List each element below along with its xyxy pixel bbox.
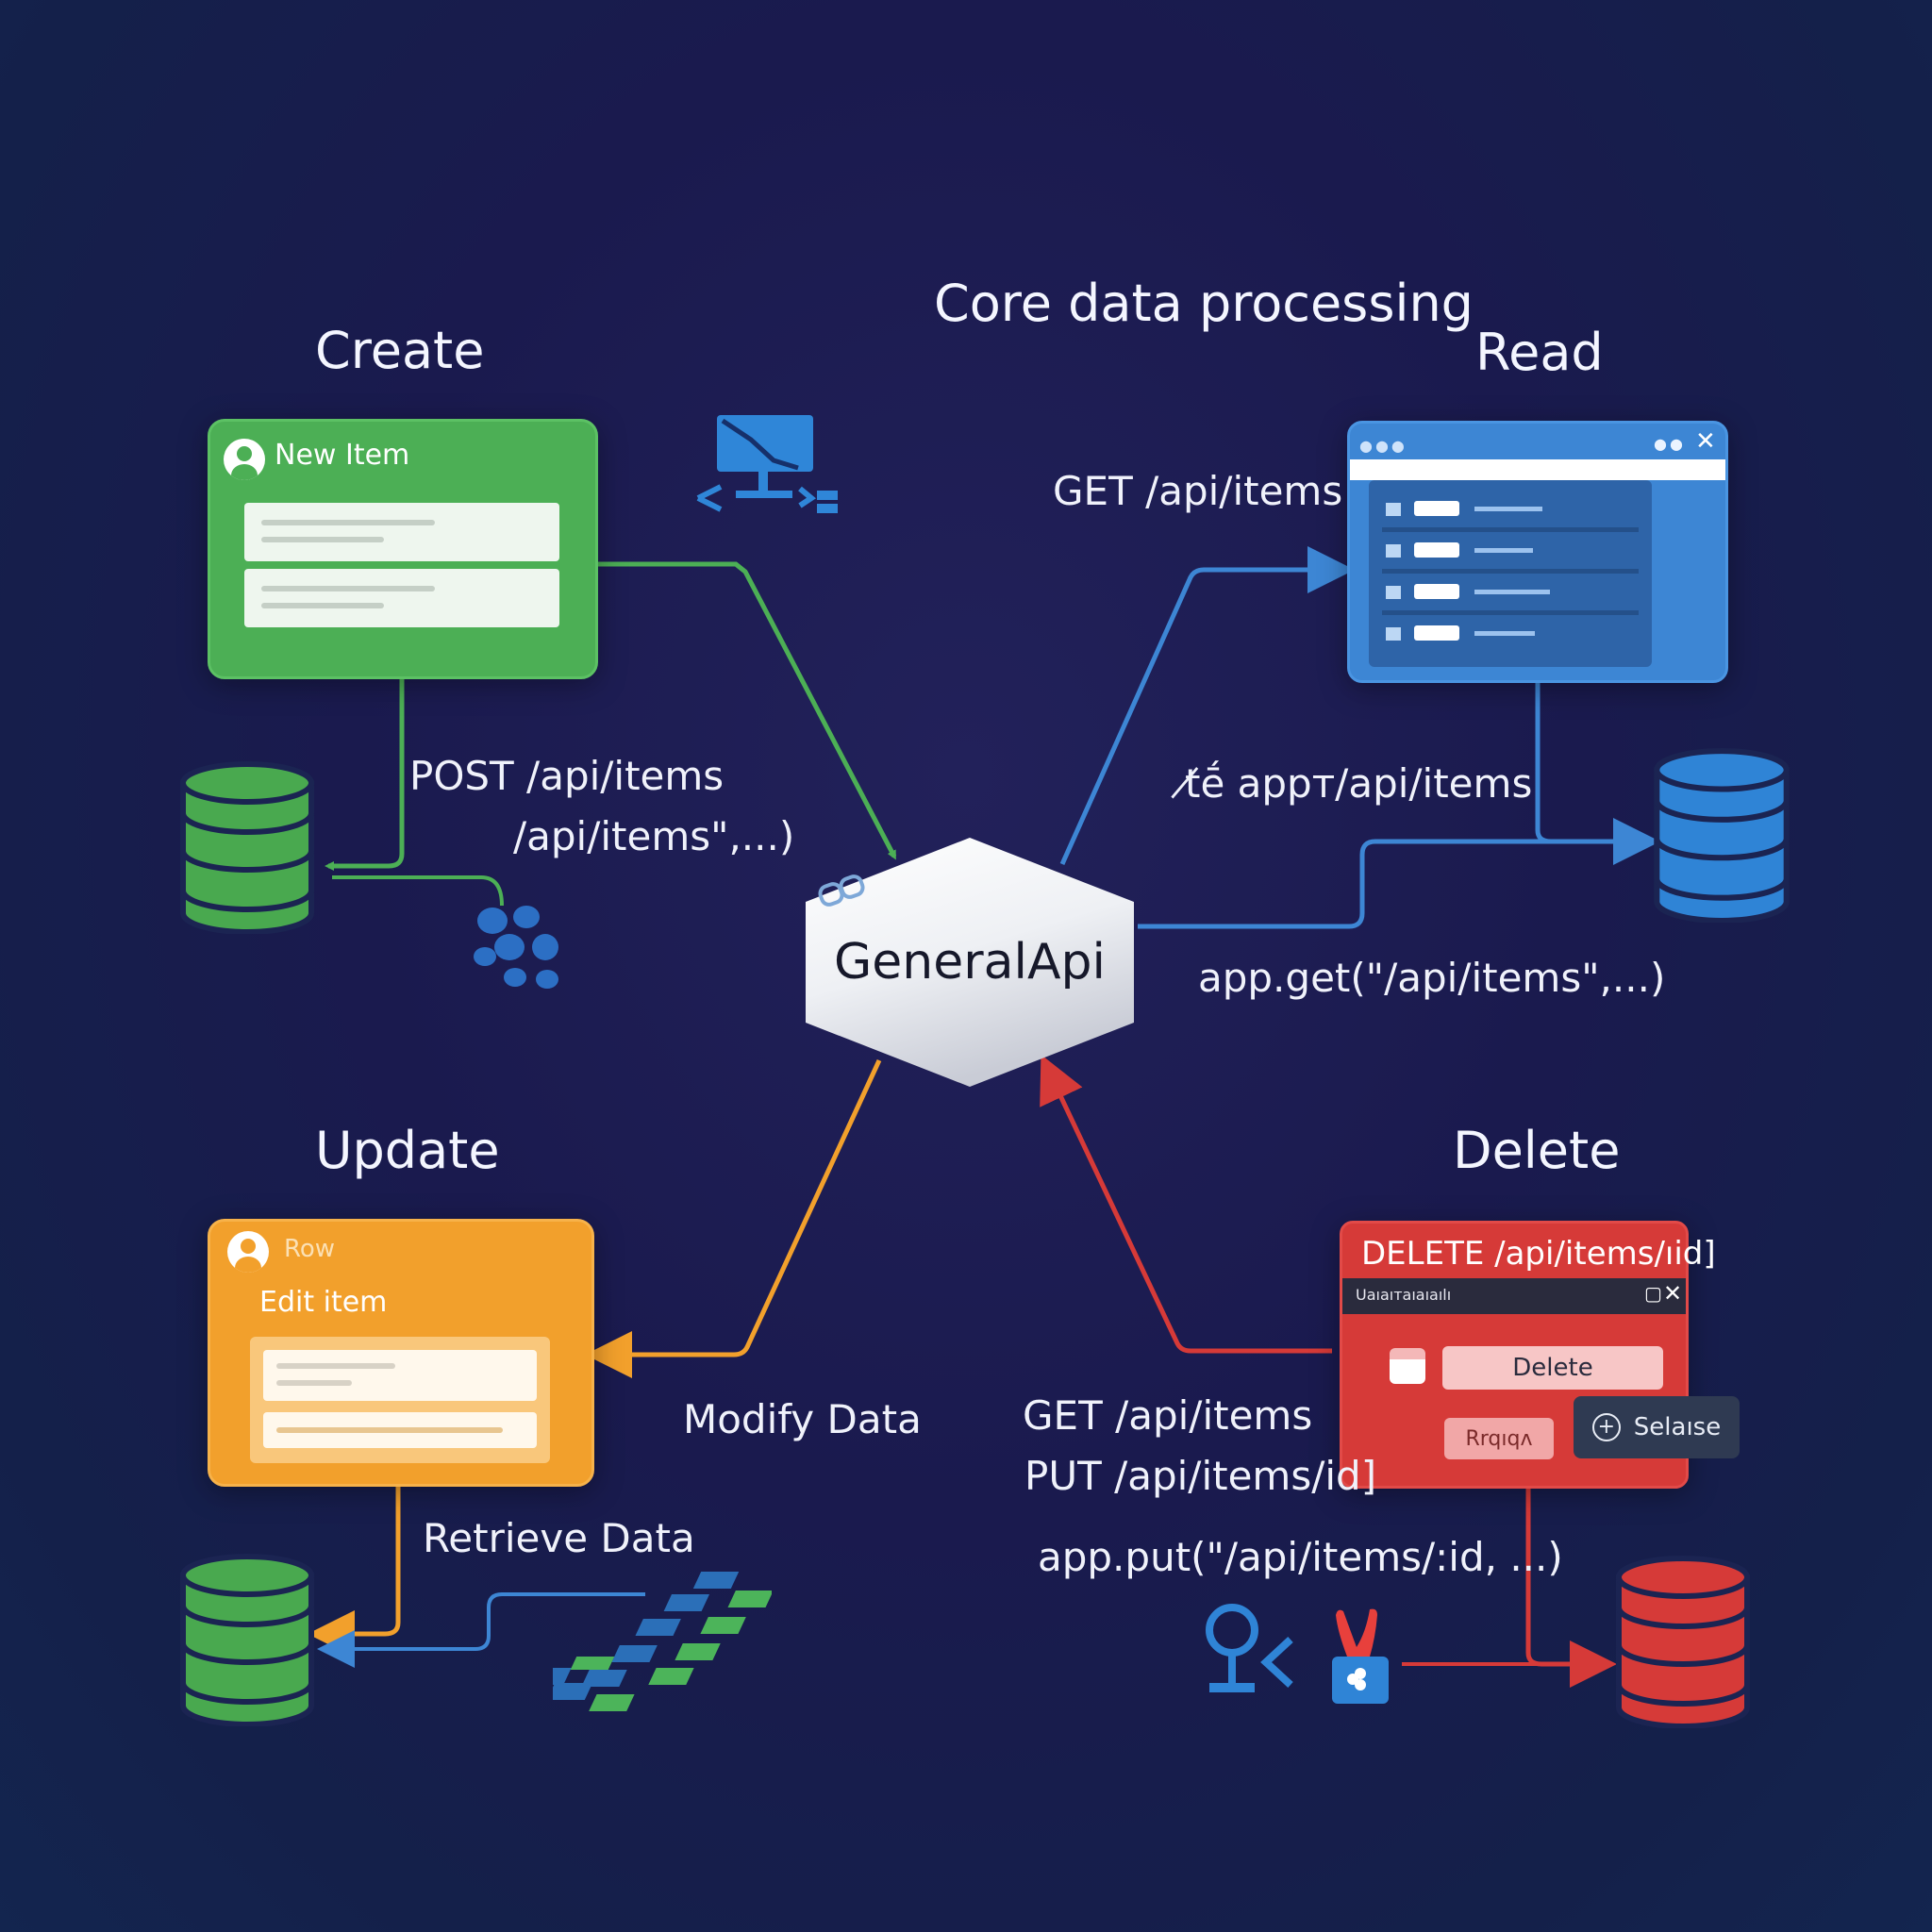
update-card-title: Edit item [259,1286,388,1319]
update-field-1[interactable] [263,1350,537,1401]
update-card[interactable]: Row Edit item [208,1219,594,1487]
user-icon [224,439,265,480]
window-dots-icon: ●●● [1359,437,1407,455]
read-route-label: GET /api/items [1053,468,1343,514]
close-icon[interactable]: ✕ [1663,1280,1683,1307]
user-icon [227,1231,269,1273]
person-icon [1206,1604,1293,1692]
create-heading: Create [315,321,485,380]
read-to-db-link [1535,677,1660,865]
delete-database-icon [1616,1556,1750,1728]
modify-data-label: Modify Data [683,1396,922,1442]
puzzle-icon [474,906,558,989]
retrieve-data-label: Retrieve Data [423,1515,695,1561]
create-route-label: POST /api/items [409,753,724,799]
delete-heading: Delete [1453,1121,1621,1180]
diagram-title: Core data processing [934,274,1474,333]
delete-button[interactable]: Delete [1442,1346,1663,1390]
read-window-titlebar [1350,424,1725,480]
delete-card-title: DELETE /api/items/ıid] [1361,1235,1716,1273]
create-field-1[interactable] [244,503,559,561]
plus-circle-icon: + [1591,1413,1621,1441]
read-route-label-2: t̸ḗ appт/api/items [1185,760,1533,807]
glasses-icon [818,874,865,907]
window-dots-right-icon: ●● [1654,435,1686,453]
create-card-title: New Item [275,439,410,472]
read-list-panel [1369,480,1652,667]
select-button-label: Selaıse [1633,1413,1722,1441]
maximize-icon[interactable]: ▢ [1644,1282,1662,1305]
hand-icon [1332,1608,1389,1704]
update-card-header: Row [284,1235,336,1263]
blocks-icon [553,1572,772,1711]
delete-checkbox[interactable] [1390,1348,1425,1384]
update-database-icon [180,1554,314,1726]
delete-window-title: Uaıaıтaıaıaılı [1356,1286,1452,1304]
delete-put-label: PUT /api/items/id] [1024,1453,1377,1499]
read-heading: Read [1475,323,1604,382]
general-api-node[interactable] [804,836,1136,1089]
monitor-icon [696,415,838,513]
close-icon[interactable]: ✕ [1695,427,1716,456]
secondary-button[interactable]: Rrqıqʌ [1444,1418,1554,1459]
delete-to-api-link [1040,1054,1332,1354]
delete-to-db-link [1525,1483,1617,1688]
delete-get-label: GET /api/items [1023,1392,1313,1439]
create-to-db-link [325,675,405,871]
read-database-icon [1654,748,1790,923]
create-route-label-2: /api/items",...) [513,813,795,859]
api-to-db-link [1138,839,1557,929]
api-to-update-link [585,1058,882,1378]
update-field-2[interactable] [263,1412,537,1448]
delete-code-label: app.put("/api/items/:id, ...) [1038,1534,1563,1580]
create-to-api-link [596,561,897,860]
create-field-2[interactable] [244,569,559,627]
general-api-label: GeneralApi [834,934,1106,991]
update-to-db-link [308,1485,401,1657]
read-window[interactable]: ●●● ●● ✕ [1347,421,1728,683]
read-code-label: app.get("/api/items",...) [1198,955,1666,1001]
select-button[interactable]: + Selaıse [1574,1396,1740,1458]
update-heading: Update [315,1121,500,1180]
api-to-read-link [1059,546,1355,866]
delete-window-titlebar [1342,1278,1686,1314]
create-database-icon [180,761,314,934]
create-card[interactable]: New Item [208,419,598,679]
